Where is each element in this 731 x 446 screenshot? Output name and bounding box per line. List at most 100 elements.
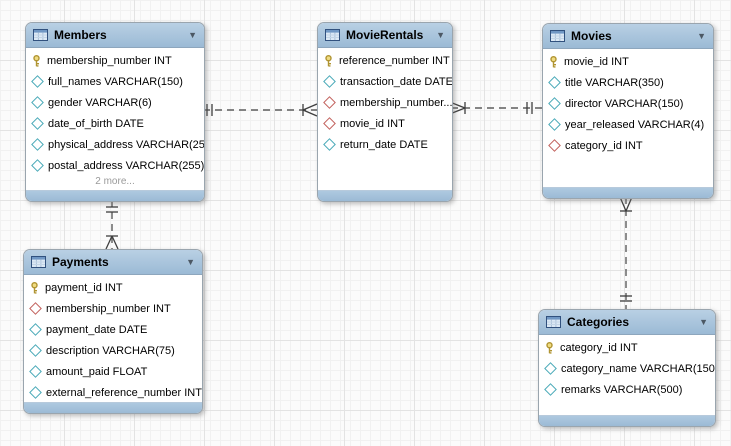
table-field-row[interactable]: category_name VARCHAR(150) — [539, 358, 715, 379]
field-label: membership_number INT — [46, 302, 171, 315]
table-field-row[interactable]: amount_paid FLOAT — [24, 361, 202, 382]
table-field-row[interactable]: payment_id INT — [24, 277, 202, 298]
field-label: description VARCHAR(75) — [46, 344, 175, 357]
table-field-row[interactable]: external_reference_number INT — [24, 382, 202, 403]
column-icon — [29, 323, 42, 336]
table-icon — [33, 29, 48, 41]
primary-key-icon — [30, 281, 39, 294]
field-label: membership_number... — [340, 96, 452, 109]
relationship-members-movierentals[interactable] — [203, 103, 318, 117]
table-field-row[interactable]: movie_id INT — [318, 113, 452, 134]
table-title: Members — [54, 28, 107, 42]
table-movies[interactable]: Movies ▼ movie_id INT title VARCHAR(350)… — [542, 23, 714, 199]
table-field-row[interactable]: category_id INT — [539, 337, 715, 358]
primary-key-icon — [545, 341, 554, 354]
field-label: title VARCHAR(350) — [565, 76, 664, 89]
field-label: payment_date DATE — [46, 323, 148, 336]
more-fields-toggle[interactable]: 2 more... — [95, 176, 135, 187]
table-field-row[interactable]: date_of_birth DATE — [26, 113, 204, 134]
table-footer — [543, 187, 713, 198]
column-icon — [323, 138, 336, 151]
relationship-categories-movies[interactable] — [619, 196, 633, 309]
table-movies-header[interactable]: Movies ▼ — [543, 24, 713, 49]
table-movierentals[interactable]: MovieRentals ▼ reference_number INT tran… — [317, 22, 453, 202]
field-label: transaction_date DATE — [340, 75, 452, 88]
column-icon — [31, 96, 44, 109]
table-title: Movies — [571, 29, 612, 43]
column-icon — [548, 76, 561, 89]
table-icon — [546, 316, 561, 328]
collapse-arrow-icon[interactable]: ▼ — [436, 30, 445, 40]
table-field-row[interactable]: membership_number... — [318, 92, 452, 113]
field-label: date_of_birth DATE — [48, 117, 144, 130]
table-field-row[interactable]: payment_date DATE — [24, 319, 202, 340]
table-movierentals-header[interactable]: MovieRentals ▼ — [318, 23, 452, 48]
collapse-arrow-icon[interactable]: ▼ — [186, 257, 195, 267]
table-field-row[interactable]: membership_number INT — [24, 298, 202, 319]
table-categories[interactable]: Categories ▼ category_id INT category_na… — [538, 309, 716, 427]
table-title: Payments — [52, 255, 109, 269]
collapse-arrow-icon[interactable]: ▼ — [699, 317, 708, 327]
table-field-row[interactable]: full_names VARCHAR(150) — [26, 71, 204, 92]
column-icon — [29, 365, 42, 378]
relationship-movies-movierentals[interactable] — [450, 101, 542, 115]
field-label: category_id INT — [565, 139, 643, 152]
table-field-row[interactable]: membership_number INT — [26, 50, 204, 71]
table-field-row[interactable]: transaction_date DATE — [318, 71, 452, 92]
column-icon — [31, 159, 44, 172]
table-footer — [539, 415, 715, 426]
table-field-row[interactable]: physical_address VARCHAR(255) — [26, 134, 204, 155]
field-label: full_names VARCHAR(150) — [48, 75, 183, 88]
table-payments[interactable]: Payments ▼ payment_id INT membership_num… — [23, 249, 203, 414]
table-field-row[interactable]: year_released VARCHAR(4) — [543, 114, 713, 135]
field-label: payment_id INT — [45, 281, 123, 294]
table-field-row[interactable]: gender VARCHAR(6) — [26, 92, 204, 113]
relationship-members-payments[interactable] — [105, 200, 119, 250]
field-label: amount_paid FLOAT — [46, 365, 148, 378]
table-field-row[interactable]: reference_number INT — [318, 50, 452, 71]
table-field-row[interactable]: category_id INT — [543, 135, 713, 156]
foreign-key-column-icon — [323, 117, 336, 130]
collapse-arrow-icon[interactable]: ▼ — [697, 31, 706, 41]
foreign-key-column-icon — [323, 96, 336, 109]
table-payments-header[interactable]: Payments ▼ — [24, 250, 202, 275]
column-icon — [31, 117, 44, 130]
primary-key-icon — [32, 54, 41, 67]
table-icon — [550, 30, 565, 42]
field-label: gender VARCHAR(6) — [48, 96, 152, 109]
table-field-row[interactable]: description VARCHAR(75) — [24, 340, 202, 361]
table-field-row[interactable]: return_date DATE — [318, 134, 452, 155]
column-icon — [544, 362, 557, 375]
table-categories-header[interactable]: Categories ▼ — [539, 310, 715, 335]
column-icon — [548, 97, 561, 110]
table-field-row[interactable]: postal_address VARCHAR(255) — [26, 155, 204, 176]
field-label: external_reference_number INT — [46, 386, 202, 399]
foreign-key-column-icon — [548, 139, 561, 152]
column-icon — [544, 383, 557, 396]
column-icon — [548, 118, 561, 131]
field-label: physical_address VARCHAR(255) — [48, 138, 204, 151]
field-label: movie_id INT — [564, 55, 629, 68]
table-members-header[interactable]: Members ▼ — [26, 23, 204, 48]
table-title: MovieRentals — [346, 28, 424, 42]
field-label: reference_number INT — [339, 54, 450, 67]
table-field-row[interactable]: movie_id INT — [543, 51, 713, 72]
table-icon — [31, 256, 46, 268]
collapse-arrow-icon[interactable]: ▼ — [188, 30, 197, 40]
field-label: director VARCHAR(150) — [565, 97, 684, 110]
field-label: category_id INT — [560, 341, 638, 354]
table-field-row[interactable]: director VARCHAR(150) — [543, 93, 713, 114]
field-label: postal_address VARCHAR(255) — [48, 159, 204, 172]
column-icon — [29, 386, 42, 399]
table-members[interactable]: Members ▼ membership_number INT full_nam… — [25, 22, 205, 202]
primary-key-icon — [324, 54, 333, 67]
table-footer — [318, 190, 452, 201]
field-label: remarks VARCHAR(500) — [561, 383, 683, 396]
table-icon — [325, 29, 340, 41]
table-field-row[interactable]: title VARCHAR(350) — [543, 72, 713, 93]
table-footer — [26, 190, 204, 201]
field-label: return_date DATE — [340, 138, 428, 151]
table-field-row[interactable]: remarks VARCHAR(500) — [539, 379, 715, 400]
